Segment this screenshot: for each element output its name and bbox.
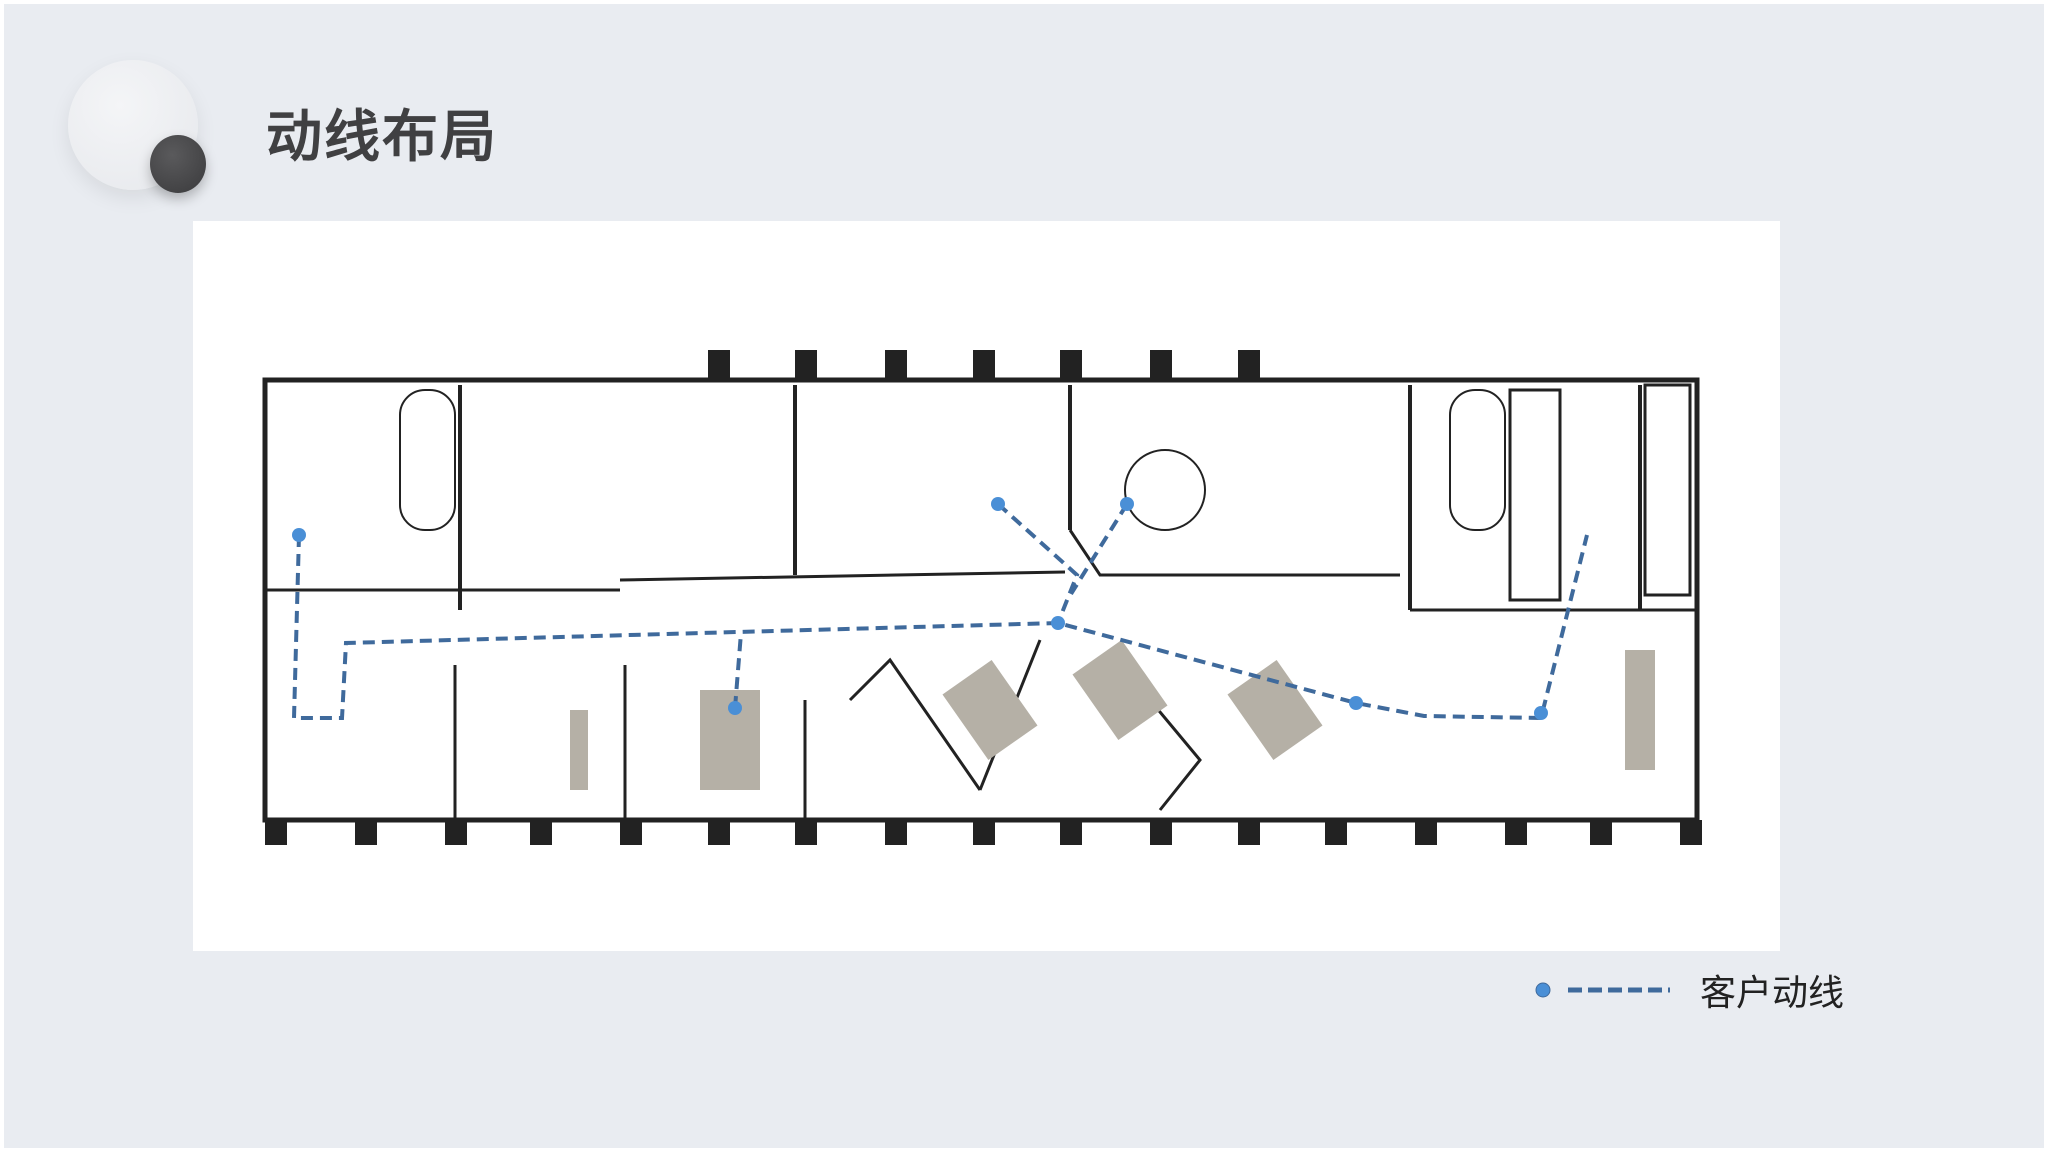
route-legend-icon [1535,982,1670,998]
furniture [570,640,1655,790]
decorative-dot [150,135,206,193]
customer-route [291,502,1589,721]
legend: 客户动线 [1530,965,1844,1015]
page-title: 动线布局 [266,105,498,170]
floor-plan [193,221,1780,951]
columns [265,350,1702,845]
route-points [292,497,1548,720]
floor-plan-drawing [262,350,1702,845]
legend-label: 客户动线 [1700,973,1845,1014]
walls [262,377,1700,823]
